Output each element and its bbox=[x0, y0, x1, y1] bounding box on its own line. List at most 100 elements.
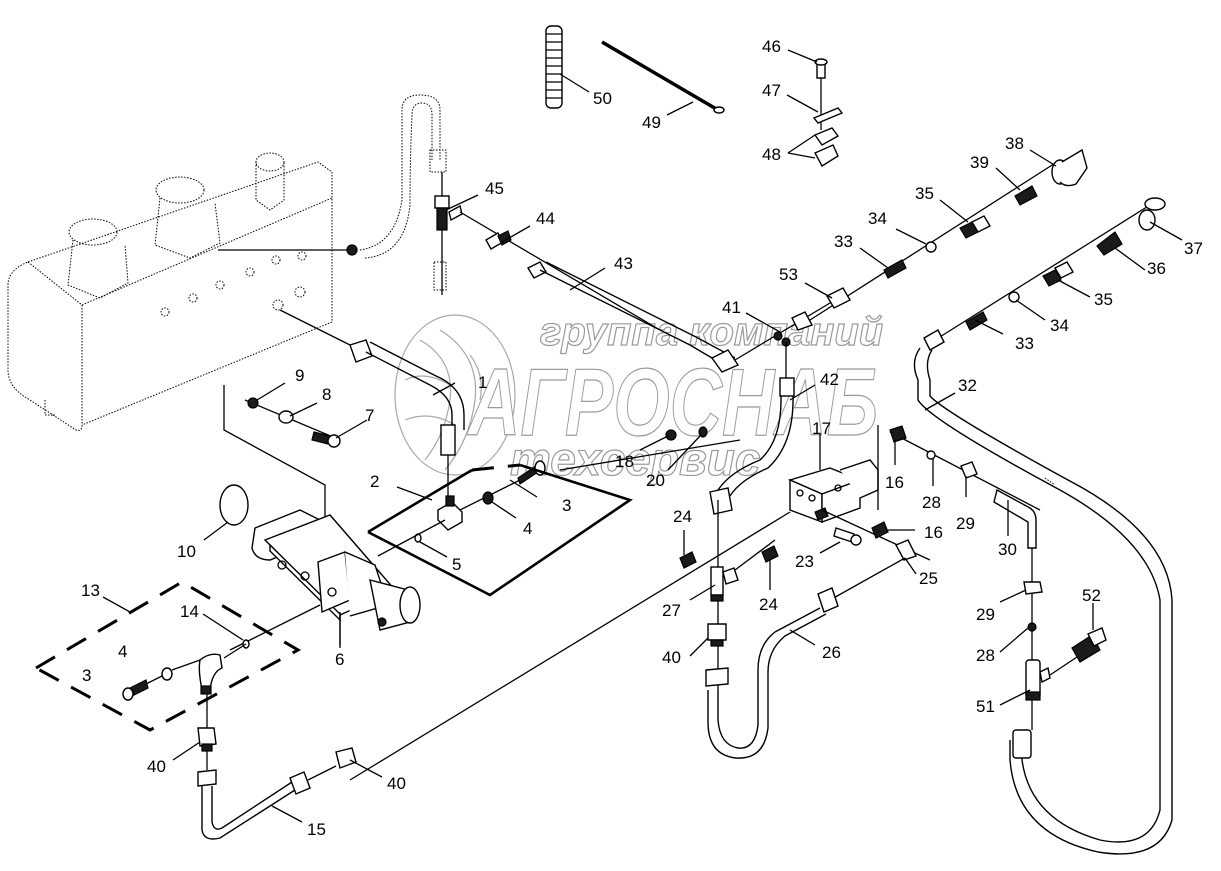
callout-34: 34 bbox=[1050, 316, 1069, 335]
part-29-nut-upper bbox=[960, 461, 978, 479]
part-25-banjo bbox=[895, 539, 917, 561]
part-16-fitting-lower bbox=[871, 521, 889, 539]
callout-32: 32 bbox=[958, 376, 977, 395]
callout-23: 23 bbox=[795, 552, 814, 571]
part-35-nut-upper bbox=[959, 215, 991, 239]
callout-4: 4 bbox=[523, 519, 532, 538]
callout-3: 3 bbox=[562, 496, 571, 515]
part-6-gear-pump bbox=[251, 509, 421, 631]
part-40-nut-center bbox=[705, 667, 729, 687]
part-40-adapter-left bbox=[197, 727, 217, 752]
part-42-hose bbox=[709, 377, 795, 515]
callout-52: 52 bbox=[1082, 586, 1101, 605]
hydraulic-tank bbox=[7, 152, 333, 431]
callout-29: 29 bbox=[976, 605, 995, 624]
watermark-line-1: группа компаний bbox=[540, 310, 883, 354]
part-15-pipe bbox=[197, 769, 311, 840]
callout-24: 24 bbox=[759, 595, 778, 614]
callout-33: 33 bbox=[834, 232, 853, 251]
part-29-nut-lower bbox=[1023, 581, 1043, 595]
part-34-seal-lower bbox=[1008, 291, 1020, 303]
watermark: группа компаний АГРОСНАБ техсервис bbox=[394, 309, 884, 486]
part-45-tee bbox=[433, 172, 463, 295]
leader-lines bbox=[102, 49, 1183, 823]
callout-44: 44 bbox=[536, 209, 555, 228]
part-43-hose bbox=[527, 261, 740, 373]
callout-46: 46 bbox=[762, 37, 781, 56]
plate-2-outline bbox=[367, 463, 633, 597]
parts-18-20-seals bbox=[559, 426, 741, 471]
callout-8: 8 bbox=[322, 385, 331, 404]
callout-17: 17 bbox=[812, 419, 831, 438]
callout-30: 30 bbox=[998, 540, 1017, 559]
return-hose-reference bbox=[359, 94, 441, 251]
callout-18: 18 bbox=[615, 452, 634, 471]
callout-28: 28 bbox=[976, 646, 995, 665]
callout-4: 4 bbox=[118, 642, 127, 661]
callout-15: 15 bbox=[307, 820, 326, 839]
part-4-washer-upper bbox=[482, 491, 494, 505]
callout-14: 14 bbox=[180, 602, 199, 621]
plate-7-9-outline bbox=[223, 385, 326, 530]
callout-33: 33 bbox=[1015, 334, 1034, 353]
callout-16: 16 bbox=[924, 523, 943, 542]
callout-45: 45 bbox=[485, 179, 504, 198]
part-51-tee bbox=[1025, 659, 1051, 701]
callout-34: 34 bbox=[868, 209, 887, 228]
callout-labels: 1 2 3 3 4 4 5 6 7 8 9 10 13 14 15 16 16 … bbox=[81, 37, 1203, 839]
callout-2: 2 bbox=[370, 472, 379, 491]
part-41-tee bbox=[773, 311, 814, 380]
callout-35: 35 bbox=[915, 184, 934, 203]
callout-37: 37 bbox=[1184, 239, 1203, 258]
callout-6: 6 bbox=[335, 650, 344, 669]
part-50-spiral-guard bbox=[545, 25, 563, 109]
callout-25: 25 bbox=[919, 569, 938, 588]
callout-40: 40 bbox=[147, 757, 166, 776]
callout-3: 3 bbox=[82, 666, 91, 685]
part-33-nipple-upper bbox=[883, 259, 907, 279]
part-39-adapter bbox=[1014, 185, 1038, 206]
callout-48: 48 bbox=[762, 145, 781, 164]
part-30-pipe bbox=[993, 488, 1037, 549]
part-2-fitting bbox=[437, 495, 463, 531]
callout-24: 24 bbox=[673, 507, 692, 526]
callout-39: 39 bbox=[970, 153, 989, 172]
callout-28: 28 bbox=[922, 493, 941, 512]
part-40-adapter-center bbox=[707, 623, 727, 647]
callout-40: 40 bbox=[387, 774, 406, 793]
callout-38: 38 bbox=[1005, 134, 1024, 153]
callout-10: 10 bbox=[177, 542, 196, 561]
callout-7: 7 bbox=[365, 406, 374, 425]
callout-13: 13 bbox=[81, 581, 100, 600]
part-26-pipe bbox=[707, 587, 839, 759]
callout-47: 47 bbox=[762, 81, 781, 100]
part-49-cable-tie bbox=[601, 40, 725, 114]
part-34-seal-upper bbox=[925, 241, 937, 253]
part-16-fitting-upper bbox=[889, 425, 907, 443]
callout-16: 16 bbox=[885, 473, 904, 492]
callout-42: 42 bbox=[820, 370, 839, 389]
part-28-seal-upper bbox=[926, 450, 936, 460]
part-37-cap bbox=[1138, 197, 1166, 231]
callout-26: 26 bbox=[822, 643, 841, 662]
callout-40: 40 bbox=[662, 648, 681, 667]
callout-9: 9 bbox=[295, 366, 304, 385]
part-23-bolt bbox=[833, 527, 862, 546]
part-36-coupling bbox=[1096, 231, 1123, 256]
callout-35: 35 bbox=[1094, 290, 1113, 309]
part-13-flange-elbow bbox=[198, 653, 223, 695]
part-32-hose bbox=[913, 329, 1173, 855]
callout-53: 53 bbox=[779, 265, 798, 284]
callout-27: 27 bbox=[662, 601, 681, 620]
part-38-dust-cap bbox=[1051, 148, 1088, 187]
part-3-bolt-lower bbox=[122, 679, 149, 701]
part-1-pipe bbox=[349, 339, 465, 456]
part-4-washer-lower bbox=[161, 667, 173, 681]
callout-43: 43 bbox=[614, 254, 633, 273]
callout-49: 49 bbox=[642, 113, 661, 132]
part-9-washer bbox=[247, 397, 259, 409]
callout-20: 20 bbox=[646, 471, 665, 490]
callout-29: 29 bbox=[956, 514, 975, 533]
flange-group-13-outline bbox=[35, 580, 302, 732]
